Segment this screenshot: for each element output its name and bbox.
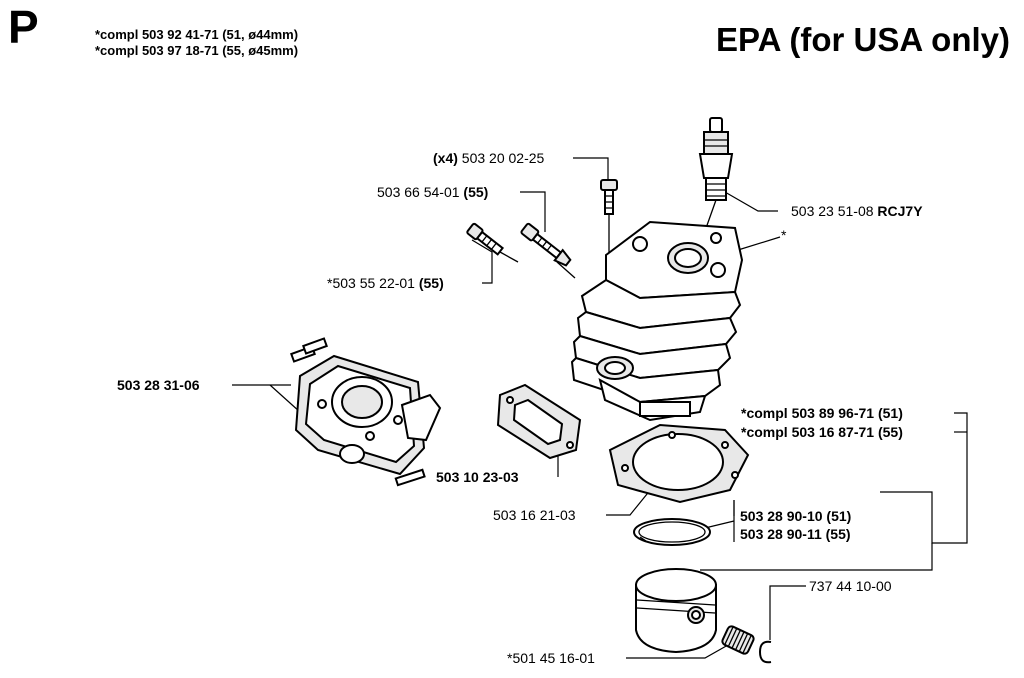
cylinder-illustration bbox=[570, 220, 744, 422]
spark-plug-part-number: 503 23 51-08 bbox=[791, 203, 874, 219]
piston-illustration bbox=[635, 568, 717, 654]
exhaust-gasket-callout: 503 10 23-03 bbox=[436, 469, 519, 485]
spark-plug-callout: 503 23 51-08 RCJ7Y bbox=[791, 203, 923, 219]
cylinder-gasket-callout: 503 16 21-03 bbox=[493, 507, 576, 523]
valve-note: (55) bbox=[463, 184, 489, 200]
carburetor-part-number: 503 28 31-06 bbox=[117, 377, 200, 393]
exhaust-gasket-part-number: 503 10 23-03 bbox=[436, 469, 519, 485]
cylinder-callout: * bbox=[781, 227, 786, 243]
section-letter: P bbox=[8, 1, 39, 53]
circlip-illustration bbox=[758, 640, 772, 664]
piston-ring-callout: 503 28 90-10 (51) 503 28 90-11 (55) bbox=[740, 508, 851, 542]
page-title: EPA (for USA only) bbox=[716, 21, 1010, 58]
kit-notes: *compl 503 92 41-71 (51, ø44mm) *compl 5… bbox=[95, 27, 298, 59]
piston-ring-line-2: 503 28 90-11 (55) bbox=[740, 526, 851, 542]
screw-part-number: 503 20 02-25 bbox=[461, 150, 545, 166]
bearing-callout: *501 45 16-01 bbox=[507, 650, 595, 666]
piston-ring-illustration bbox=[633, 518, 711, 546]
piston-kit-callout: *compl 503 89 96-71 (51) *compl 503 16 8… bbox=[741, 405, 903, 440]
leader-lines bbox=[232, 157, 968, 659]
carburetor-illustration bbox=[290, 337, 442, 487]
exhaust-gasket-illustration bbox=[496, 383, 582, 460]
bearing-part-number: *501 45 16-01 bbox=[507, 650, 595, 666]
decomp-valve-note: (55) bbox=[418, 275, 444, 291]
piston-kit-line-2: *compl 503 16 87-71 (55) bbox=[741, 424, 903, 440]
piston-kit-line-1: *compl 503 89 96-71 (51) bbox=[741, 405, 903, 421]
cylinder-part-marker: * bbox=[781, 227, 787, 243]
needle-bearing-illustration bbox=[721, 625, 755, 655]
valve-illustration bbox=[466, 222, 576, 279]
screw-callout: (x4) 503 20 02-25 bbox=[433, 150, 544, 166]
valve-part-number: 503 66 54-01 bbox=[377, 184, 460, 200]
kit-note-1: *compl 503 92 41-71 (51, ø44mm) bbox=[95, 27, 299, 42]
carburetor-callout: 503 28 31-06 bbox=[117, 377, 200, 393]
circlip-callout: 737 44 10-00 bbox=[809, 578, 892, 594]
kit-note-2: *compl 503 97 18-71 (55, ø45mm) bbox=[95, 43, 299, 58]
cylinder-gasket-illustration bbox=[608, 423, 750, 504]
screw-illustration bbox=[600, 179, 618, 262]
decomp-valve-callout: *503 55 22-01 (55) bbox=[327, 275, 444, 291]
cylinder-gasket-part-number: 503 16 21-03 bbox=[493, 507, 576, 523]
spark-plug-illustration bbox=[698, 117, 734, 246]
circlip-part-number: 737 44 10-00 bbox=[809, 578, 892, 594]
spark-plug-type: RCJ7Y bbox=[877, 203, 923, 219]
decomp-valve-part-number: *503 55 22-01 bbox=[327, 275, 415, 291]
valve-callout: 503 66 54-01 (55) bbox=[377, 184, 488, 200]
piston-ring-line-1: 503 28 90-10 (51) bbox=[740, 508, 852, 524]
screw-qty: (x4) bbox=[433, 150, 458, 166]
